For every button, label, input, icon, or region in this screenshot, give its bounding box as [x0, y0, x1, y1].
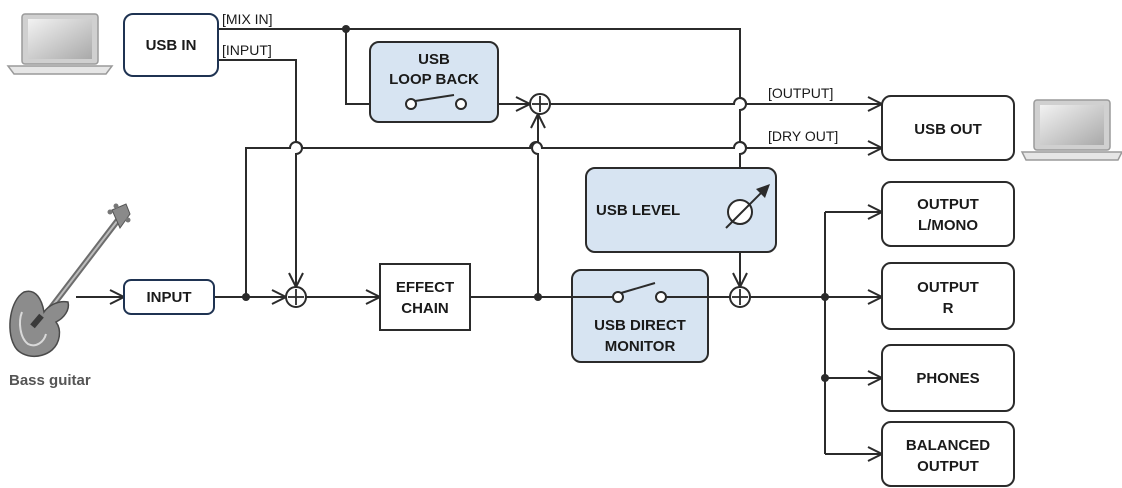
usb-loop-back-label-1: USB: [418, 51, 450, 68]
switch-icon: [405, 94, 467, 110]
usb-direct-monitor-block: USB DIRECT MONITOR: [571, 269, 709, 363]
level-knob-icon: [725, 184, 770, 229]
laptop-icon: [1020, 99, 1122, 161]
junction-dot: [821, 374, 829, 382]
output-r-label-2: R: [943, 300, 954, 317]
summing-junction-icon: [285, 286, 307, 308]
effect-chain-block: EFFECT CHAIN: [379, 263, 471, 331]
junction-dot: [342, 25, 350, 33]
phones-block: PHONES: [881, 344, 1015, 412]
dry-out-label: [DRY OUT]: [768, 128, 838, 144]
usb-level-label: USB LEVEL: [596, 202, 680, 219]
junction-dot: [242, 293, 250, 301]
usb-in-label: USB IN: [146, 37, 197, 54]
output-lmono-label-2: L/MONO: [918, 217, 978, 234]
junction-dot: [821, 293, 829, 301]
usb-level-block: USB LEVEL: [585, 167, 777, 253]
usb-out-block: USB OUT: [881, 95, 1015, 161]
input-signal-label: [INPUT]: [222, 42, 272, 58]
output-r-label-1: OUTPUT: [917, 279, 979, 296]
summing-junction-icon: [729, 286, 751, 308]
mix-in-label: [MIX IN]: [222, 11, 273, 27]
output-signal-label: [OUTPUT]: [768, 85, 833, 101]
output-r-block: OUTPUT R: [881, 262, 1015, 330]
junction-dot: [534, 293, 542, 301]
switch-icon: [572, 282, 708, 303]
input-block: INPUT: [123, 279, 215, 315]
usb-direct-monitor-label-1: USB DIRECT: [594, 317, 686, 334]
output-lmono-block: OUTPUT L/MONO: [881, 181, 1015, 247]
summing-junction-icon: [529, 93, 551, 115]
signal-wires: [76, 28, 885, 462]
bass-guitar-icon: [9, 203, 131, 357]
effect-chain-label-2: CHAIN: [401, 300, 449, 317]
effect-chain-label-1: EFFECT: [396, 279, 454, 296]
input-label: INPUT: [147, 289, 192, 306]
usb-out-label: USB OUT: [914, 121, 982, 138]
laptop-icon: [6, 13, 114, 75]
usb-in-block: USB IN: [123, 13, 219, 77]
phones-label: PHONES: [916, 370, 979, 387]
usb-loop-back-label-2: LOOP BACK: [389, 71, 479, 88]
bass-guitar-caption: Bass guitar: [9, 372, 91, 389]
balanced-output-label-2: OUTPUT: [917, 458, 979, 475]
usb-direct-monitor-label-2: MONITOR: [605, 338, 676, 355]
balanced-output-label-1: BALANCED: [906, 437, 990, 454]
usb-loop-back-block: USB LOOP BACK: [369, 41, 499, 123]
balanced-output-block: BALANCED OUTPUT: [881, 421, 1015, 487]
output-lmono-label-1: OUTPUT: [917, 196, 979, 213]
